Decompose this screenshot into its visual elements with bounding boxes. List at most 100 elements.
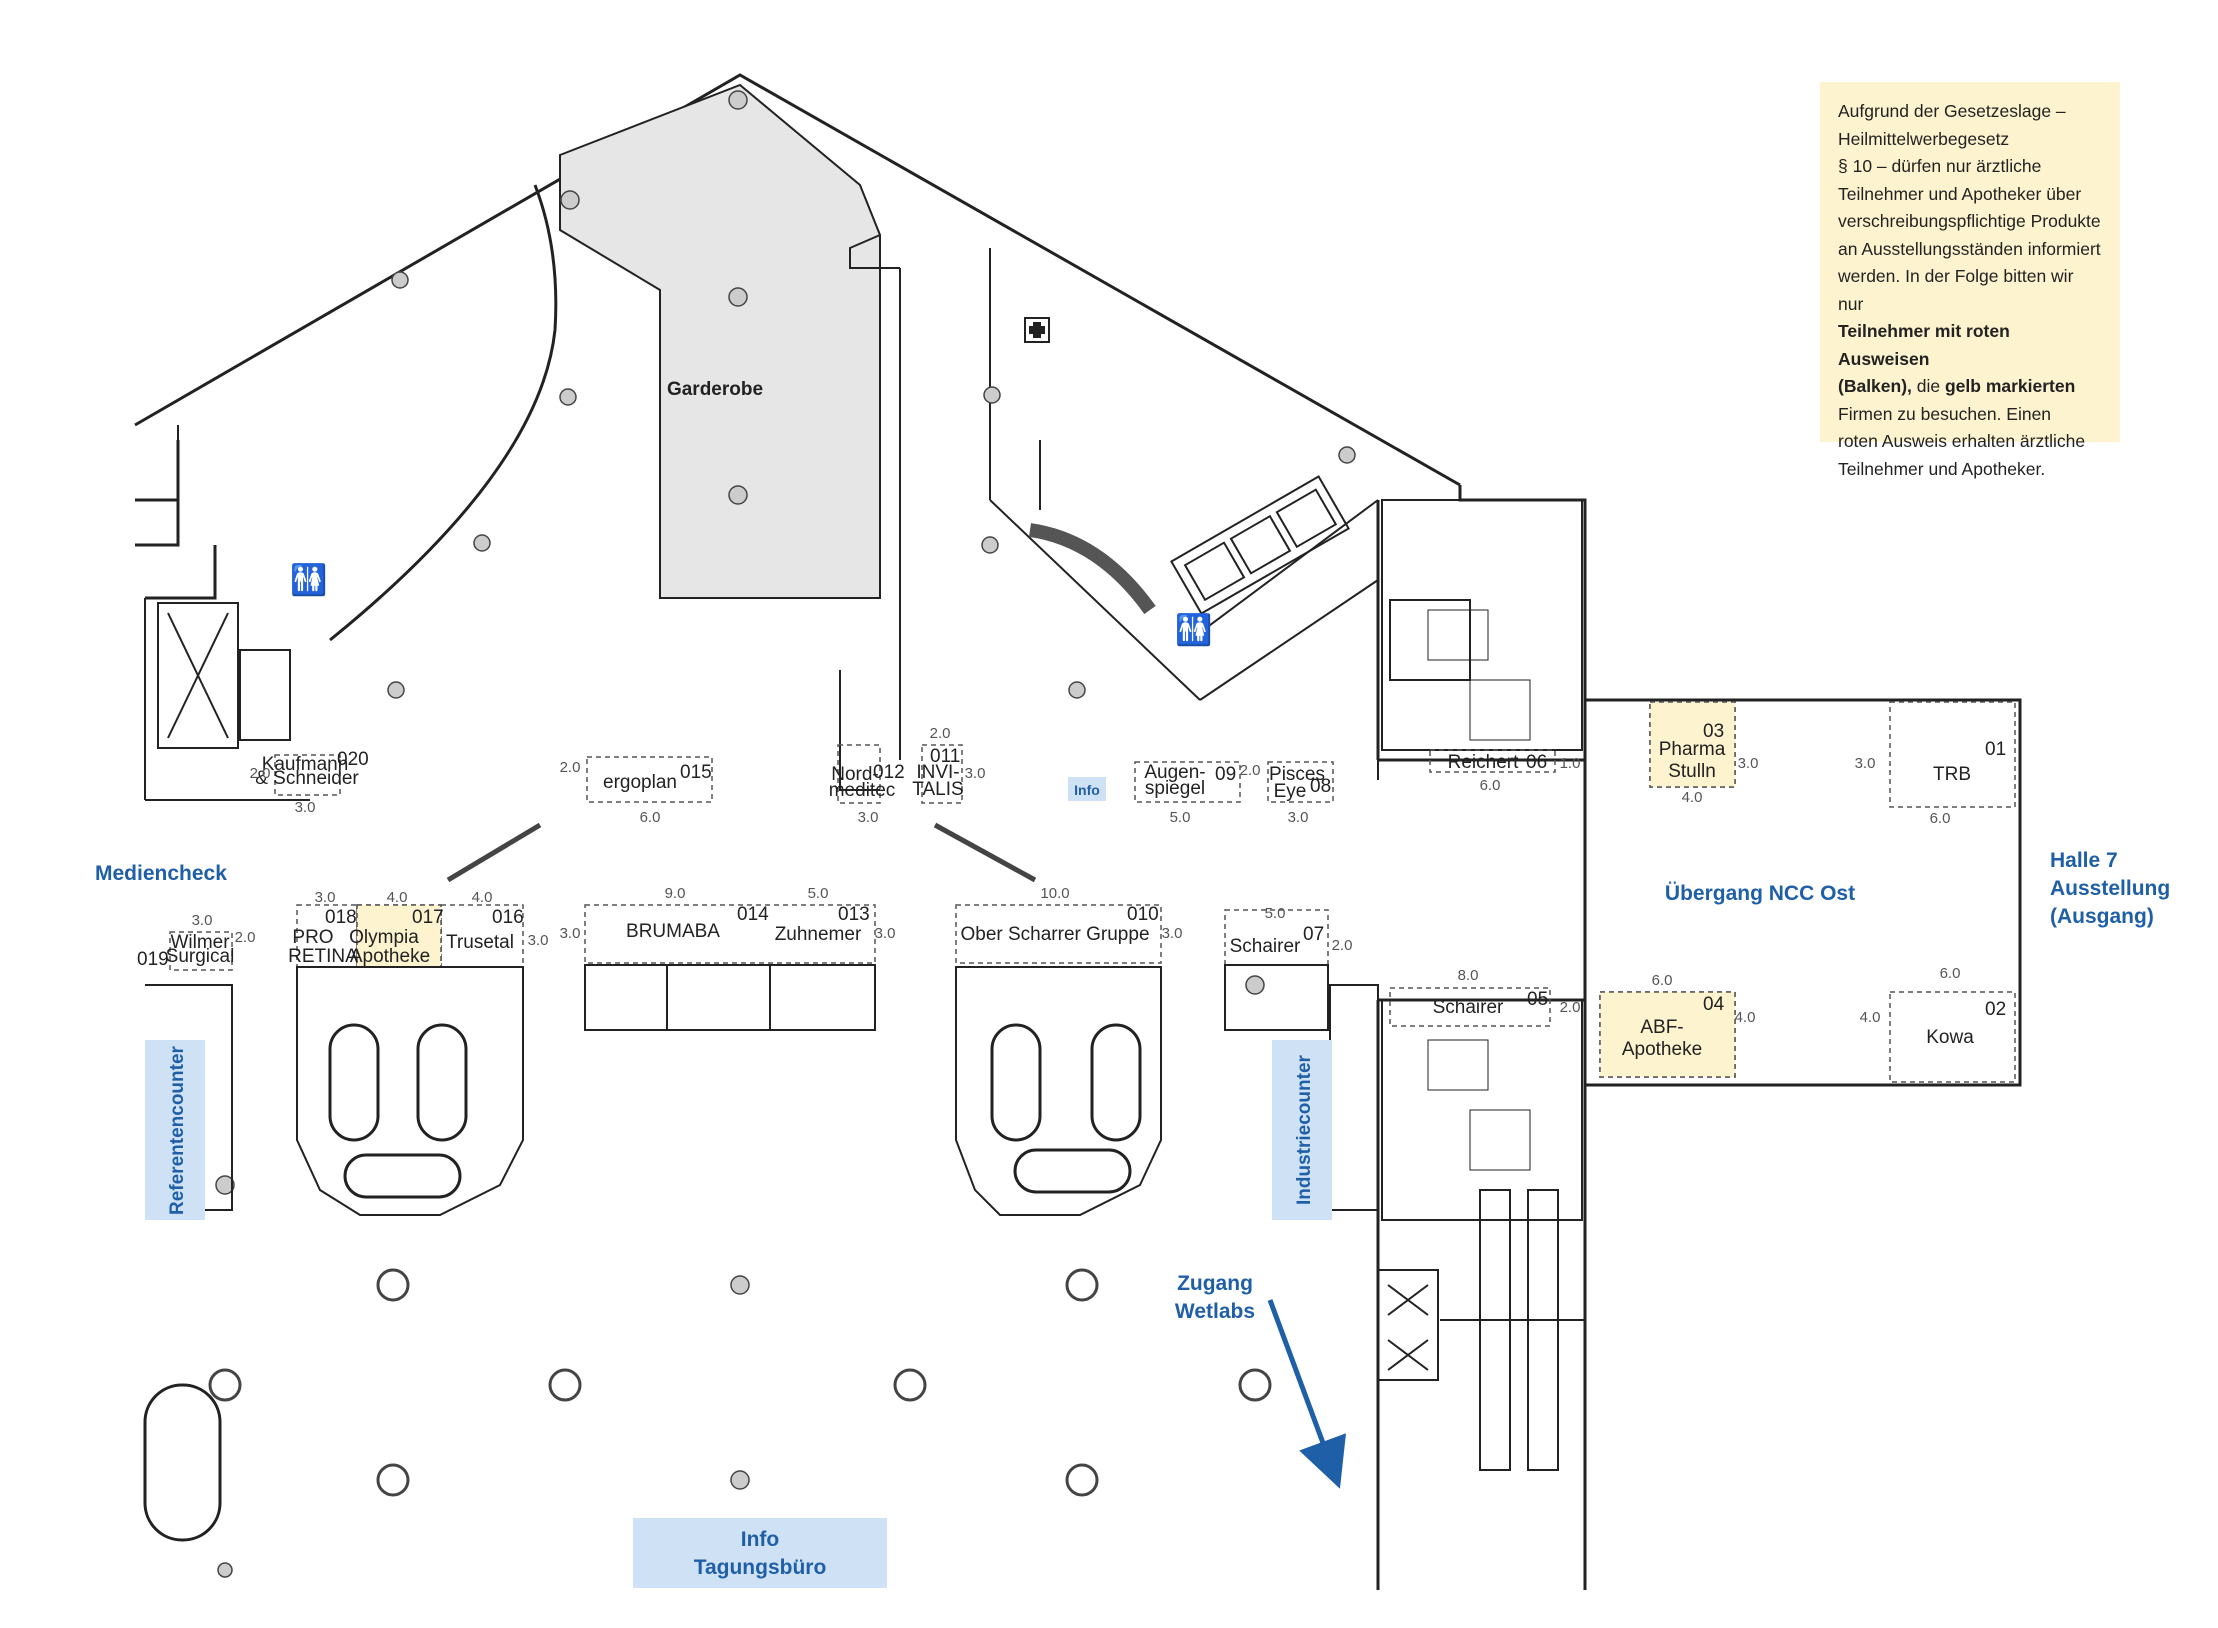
booth-label: 3.0: [1855, 755, 1876, 772]
booth-label: 2.0: [1560, 999, 1581, 1016]
booth-label: RETINA: [288, 946, 358, 967]
booth-label: 014: [737, 904, 769, 925]
svg-text:🚻: 🚻: [1175, 612, 1212, 647]
building-walls: [134, 73, 2022, 1590]
booth-label: 9.0: [665, 885, 686, 902]
inner-walls: [839, 234, 1379, 791]
booth-label: Eye: [1274, 781, 1307, 802]
toilet-icon: 🚻 🚻: [290, 562, 1212, 647]
booth-label: PRO: [292, 927, 333, 948]
booth-label: Wilmer: [170, 932, 230, 953]
booth-label: BRUMABA: [626, 921, 720, 942]
booth-label: 3.0: [875, 925, 896, 942]
ausgang-label: (Ausgang): [2050, 905, 2154, 928]
booth-label: 2.0: [235, 929, 256, 946]
booth-label: 016: [492, 907, 524, 928]
wetlabs-label: Wetlabs: [1175, 1300, 1255, 1323]
booth-label: Kowa: [1926, 1027, 1974, 1048]
booth-label: Schairer: [1230, 936, 1301, 957]
booth-label: Apotheke: [1622, 1039, 1702, 1060]
booth-label: 03: [1703, 721, 1724, 742]
booth-label: Zuhnemer: [775, 924, 862, 945]
booth-label: INVI-: [916, 762, 959, 783]
booth-label: 6.0: [1930, 810, 1951, 827]
booth-label: 2.0: [1332, 937, 1353, 954]
booth-label: Stulln: [1668, 761, 1716, 782]
booth-label: 020: [337, 749, 369, 770]
info-small-label: Info: [1074, 782, 1100, 798]
escalators: [1440, 1189, 1585, 1471]
booth-label: 3.0: [1738, 755, 1759, 772]
halle7-label: Halle 7: [2050, 849, 2118, 872]
booth-label: Pharma: [1659, 739, 1726, 760]
notice-line-bold: Teilnehmer mit roten Ausweisen: [1838, 321, 2010, 369]
booth-label: 3.0: [858, 809, 879, 826]
booth-label: ABF-: [1640, 1017, 1683, 1038]
booth-label: Olympia: [349, 927, 419, 948]
booth-label: 01: [1985, 739, 2006, 760]
booth-label: 3.0: [1288, 809, 1309, 826]
booth-label: 09: [1215, 764, 1236, 785]
booth-label: 2.0: [250, 765, 271, 782]
garderobe-label: Garderobe: [667, 379, 763, 400]
booth-label: 3.0: [315, 889, 336, 906]
referentencounter-label: Referentencounter: [167, 1045, 188, 1215]
booth-label: 017: [412, 907, 444, 928]
booth-label: 06: [1526, 752, 1547, 773]
notice-line: § 10 – dürfen nur ärztliche: [1838, 156, 2042, 176]
booth-label: 018: [325, 907, 357, 928]
booth-label: 6.0: [640, 809, 661, 826]
booth-label: TRB: [1933, 764, 1971, 785]
booth-label: 04: [1703, 994, 1725, 1015]
columns: [215, 90, 1356, 1578]
booth-label: Reichert: [1448, 752, 1519, 773]
booth-label: 10.0: [1040, 885, 1069, 902]
booth-label: 3.0: [192, 912, 213, 929]
booth-label: Augen-: [1144, 762, 1205, 783]
booth-label: meditec: [829, 780, 896, 801]
elevator-left: [157, 602, 291, 749]
curved-glass-wall: [329, 184, 558, 642]
booth-label: 07: [1303, 924, 1324, 945]
highlighted-booths: [356, 701, 1736, 1078]
booth-label: 012: [873, 762, 905, 783]
booth-label: 08: [1310, 776, 1331, 797]
booth-label: 3.0: [295, 799, 316, 816]
booth-label: 013: [838, 904, 870, 925]
notice-line: (Balken), die gelb markierten: [1838, 376, 2076, 396]
booth-label: 5.0: [1265, 905, 1286, 922]
notice-line: Teilnehmer und Apotheker über: [1838, 183, 2082, 204]
ausstellung-label: Ausstellung: [2050, 877, 2170, 900]
booth-label: 2.0: [930, 725, 951, 742]
barriers: [446, 822, 1037, 883]
booth-label: 4.0: [1860, 1009, 1881, 1026]
meeting-tables: [143, 1023, 1142, 1542]
round-columns: [208, 1268, 1272, 1497]
zugang-arrow: [1267, 1299, 1347, 1489]
industriecounter-label: Industriecounter: [1294, 1054, 1315, 1205]
vitrine-boxes: [1170, 475, 1350, 615]
counter-boxes: Referentencounter Industriecounter Info …: [145, 777, 1332, 1588]
booth-labels: 01 TRB 6.0 3.0 02 Kowa 6.0 4.0 03 Pharma…: [137, 721, 2006, 1060]
booth-label: 1.0: [1560, 755, 1581, 772]
legal-notice-box: Aufgrund der Gesetzeslage – Heilmittelwe…: [1820, 82, 2120, 479]
uebergang-label: Übergang NCC Ost: [1665, 882, 1855, 905]
booth-label: Pisces: [1269, 764, 1325, 785]
booth-label: spiegel: [1145, 778, 1205, 799]
stairwell-bottom: [1381, 999, 1583, 1221]
booth-label: 5.0: [1170, 809, 1191, 826]
info-tagung-label-2: Tagungsbüro: [694, 1556, 827, 1579]
booth-label: 4.0: [387, 889, 408, 906]
booth-label: 02: [1985, 999, 2006, 1020]
notice-line: Teilnehmer und Apotheker.: [1838, 458, 2046, 479]
booth-label: 3.0: [560, 925, 581, 942]
booth-label: 019: [137, 949, 169, 970]
notice-line: werden. In der Folge bitten wir nur: [1838, 266, 2074, 314]
booth-label: 010: [1127, 904, 1159, 925]
notice-line: Firmen zu besuchen. Einen: [1838, 403, 2052, 424]
booth-label: Nord-: [831, 764, 879, 785]
booth-label: 3.0: [528, 932, 549, 949]
booth-label: 8.0: [1458, 967, 1479, 984]
booth-label: 6.0: [1652, 972, 1673, 989]
